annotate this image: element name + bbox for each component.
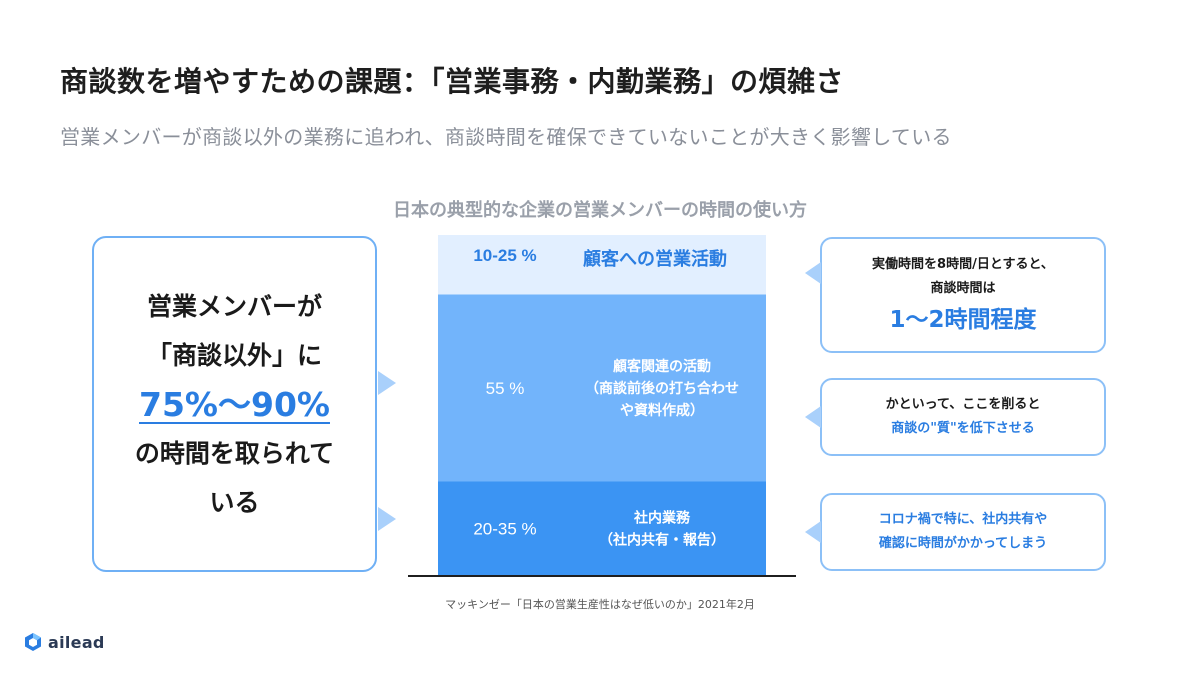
note-2-line-2: 商談の"質"を低下させる [891, 421, 1035, 436]
arrow-left-icon [805, 262, 821, 284]
segment-range-label-2: 55 % [486, 379, 525, 398]
bar-segment-2 [438, 294, 766, 482]
chart-title: 日本の典型的な企業の営業メンバーの時間の使い方 [393, 200, 807, 221]
left-callout-box: 営業メンバーが 「商談以外」に 75%〜90% の時間を取られて いる [92, 236, 377, 572]
segment-label-1-line-1: 顧客への営業活動 [583, 248, 727, 270]
callout-line-1: 営業メンバーが [146, 291, 322, 321]
callout-line-4: いる [209, 487, 260, 517]
segment-range-label-3: 20-35 % [473, 519, 536, 538]
note-box-1: 実働時間を8時間/日とすると、 商談時間は 1〜2時間程度 [820, 237, 1106, 353]
callout-line-2: 「商談以外」に [146, 340, 322, 370]
stacked-bar-chart: 10-25 % 顧客への営業活動 55 % 顧客関連の活動 （商談前後の打ち合わせや資料… [408, 235, 796, 577]
note-3-line-2: 確認に時間がかかってしまう [878, 536, 1048, 551]
callout-line-3: の時間を取られて [134, 438, 335, 468]
segment-label-3-line-2: （社内共有・報告） [599, 531, 725, 548]
brand-name: ailead [48, 632, 105, 652]
segment-label-2-line-1: 顧客関連の活動 [613, 358, 711, 375]
segment-label-3-line-1: 社内業務 [633, 509, 691, 526]
arrow-left-icon [805, 406, 821, 428]
chart-source: マッキンゼー「日本の営業生産性はなぜ低いのか」2021年2月 [445, 598, 755, 611]
brand-logo: ailead [24, 632, 105, 652]
page-title: 商談数を増やすための課題：「営業事務・内勤業務」の煩雑さ [60, 65, 845, 98]
note-2-line-1: かといって、ここを削ると [885, 397, 1041, 412]
callout-highlight: 75%〜90% [139, 384, 330, 424]
page-subtitle: 営業メンバーが商談以外の業務に追われ、商談時間を確保できていないことが大きく影響… [60, 125, 952, 149]
segment-range-label-1: 10-25 % [473, 246, 536, 265]
ailead-logo-icon [25, 633, 41, 651]
note-1-line-2: 商談時間は [930, 281, 996, 296]
segment-label-2-line-2: （商談前後の打ち合わせ [585, 380, 739, 397]
arrow-right-icon [378, 507, 396, 531]
note-box-3: コロナ禍で特に、社内共有や 確認に時間がかかってしまう [820, 493, 1106, 571]
note-1-line-1: 実働時間を8時間/日とすると、 [872, 257, 1054, 272]
note-1-highlight: 1〜2時間程度 [889, 307, 1037, 333]
bar-segment-3 [438, 481, 766, 575]
note-box-2: かといって、ここを削ると 商談の"質"を低下させる [820, 378, 1106, 456]
arrow-right-icon [378, 371, 396, 395]
bar-segment-1 [438, 235, 766, 295]
arrow-left-icon [805, 521, 821, 543]
segment-label-2-line-3: や資料作成） [620, 402, 704, 419]
note-3-line-1: コロナ禍で特に、社内共有や [878, 512, 1048, 527]
